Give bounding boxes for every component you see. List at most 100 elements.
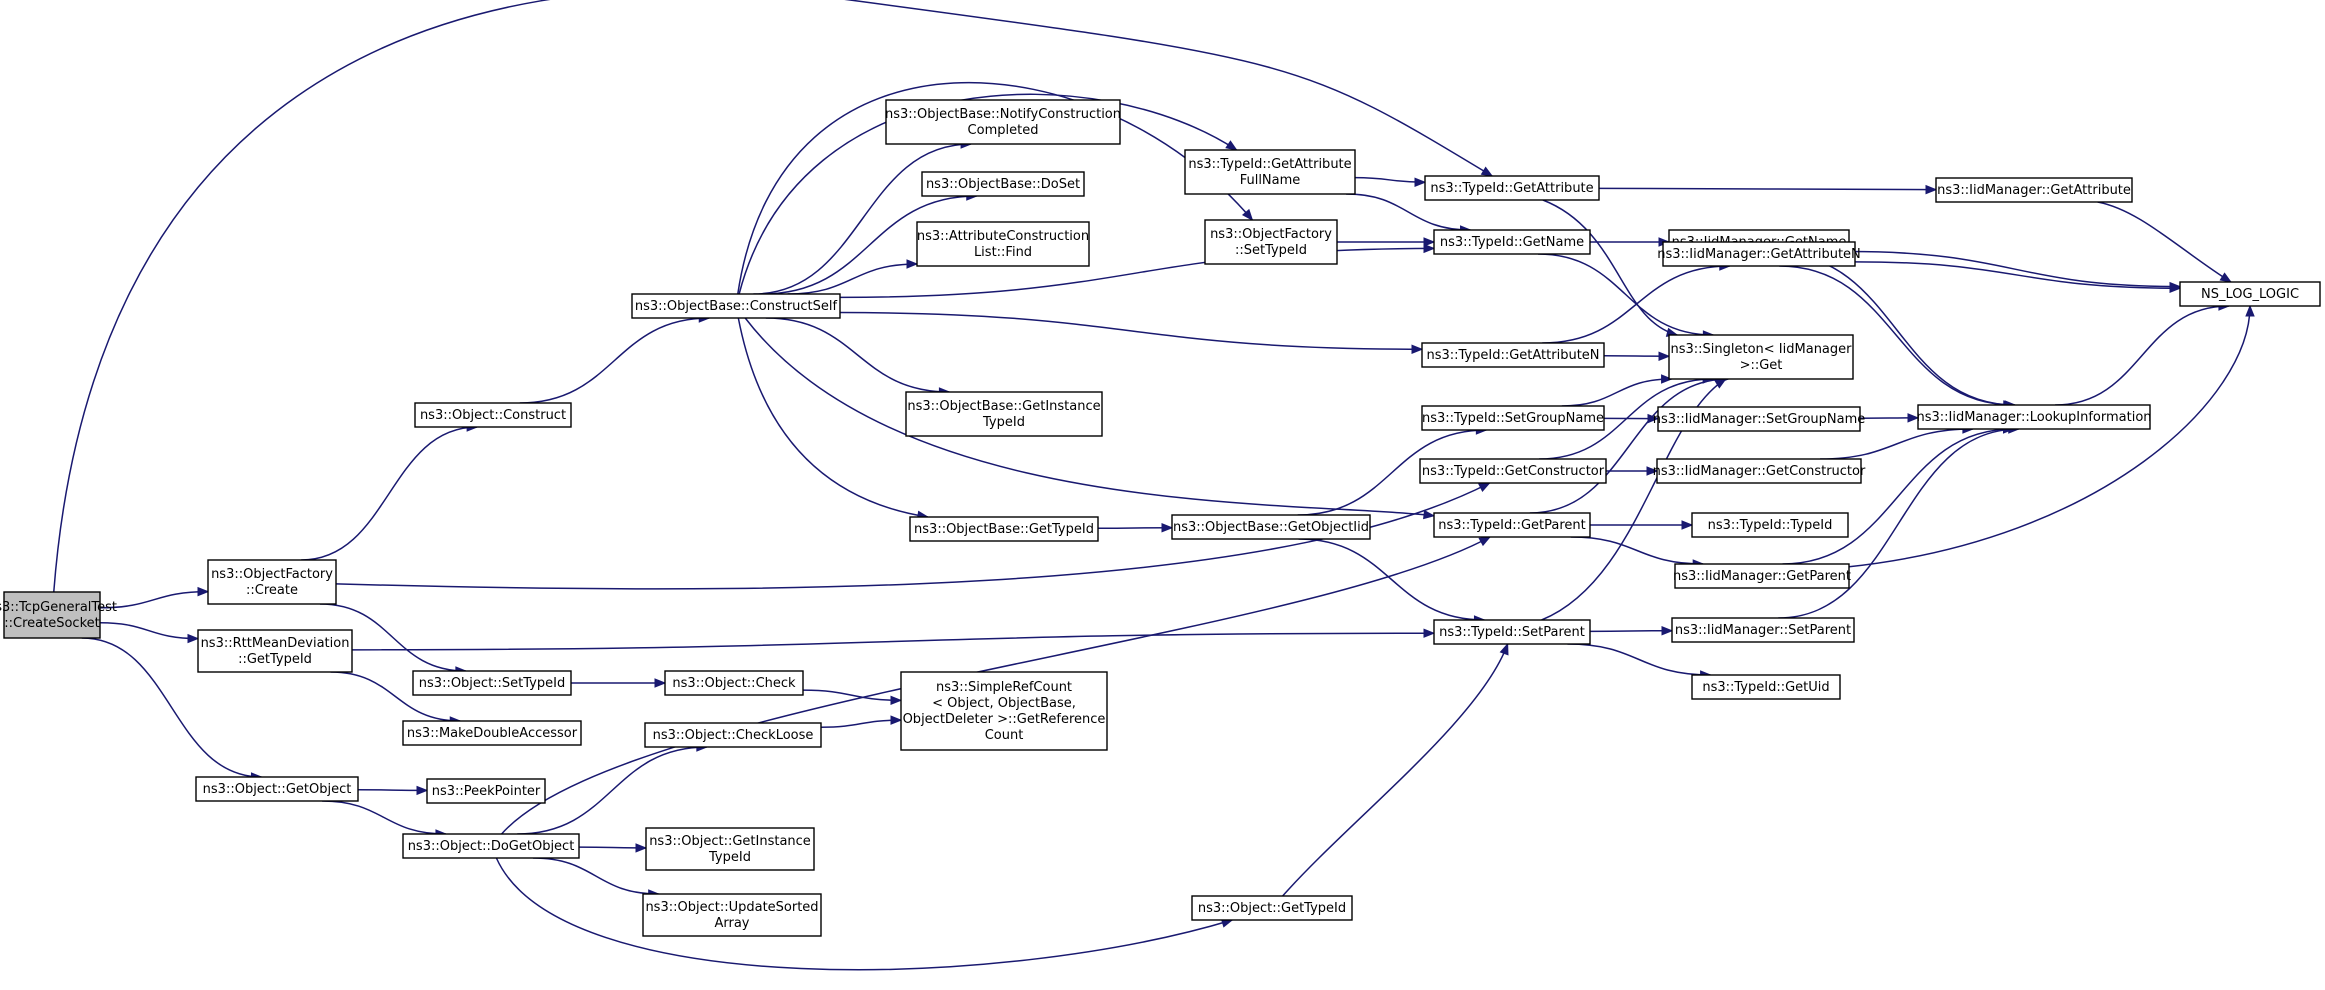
arrowhead-ob_constructself-to-tid_getparent	[1423, 509, 1436, 520]
node-label-ob_notify: ns3::ObjectBase::NotifyConstruction	[885, 107, 1121, 122]
edge-ob_gettypeid-to-ob_getobjectiid	[1097, 526, 1173, 530]
node-label-ob_doset: ns3::ObjectBase::DoSet	[926, 177, 1080, 192]
node-label-root: ns3::TcpGeneralTest	[0, 600, 117, 615]
node-rtt_gettypeid[interactable]: ns3::RttMeanDeviation::GetTypeId	[197, 629, 353, 673]
node-singleton_get[interactable]: ns3::Singleton< IidManager>::Get	[1668, 334, 1854, 380]
arrowhead-tid_setparent-to-iid_setparent	[1661, 625, 1674, 636]
arrowhead-obj_getobject-to-peekpointer	[416, 785, 429, 796]
node-peekpointer[interactable]: ns3::PeekPointer	[426, 778, 546, 804]
node-ob_doset[interactable]: ns3::ObjectBase::DoSet	[921, 171, 1085, 197]
node-label-srefcount: ns3::SimpleRefCount	[936, 680, 1072, 695]
node-iid_getparent[interactable]: ns3::IidManager::GetParent	[1673, 563, 1851, 589]
node-iid_lookup[interactable]: ns3::IidManager::LookupInformation	[1916, 404, 2152, 430]
edge-obj_construct-to-ob_constructself	[519, 317, 710, 404]
node-tid_getparent[interactable]: ns3::TypeId::GetParent	[1433, 512, 1591, 538]
arrowhead-of_settypeid-to-tid_getname	[1423, 237, 1436, 247]
node-obj_dogetobject[interactable]: ns3::Object::DoGetObject	[402, 833, 580, 859]
arrowhead-ob_constructself-to-tid_getattrfull	[1225, 140, 1238, 151]
node-iid_getconstructor[interactable]: ns3::IidManager::GetConstructor	[1653, 458, 1866, 484]
node-iid_getattribute[interactable]: ns3::IidManager::GetAttribute	[1935, 177, 2133, 203]
edge-tid_getname-to-singleton_get	[1537, 253, 1714, 336]
node-iid_setgroupname[interactable]: ns3::IidManager::SetGroupName	[1653, 406, 1866, 432]
node-ob_constructself[interactable]: ns3::ObjectBase::ConstructSelf	[631, 293, 841, 319]
arrowhead-obj_settypeid-to-obj_check	[654, 678, 667, 688]
node-label-tid_getparent: ns3::TypeId::GetParent	[1438, 518, 1586, 533]
node-tid_getname[interactable]: ns3::TypeId::GetName	[1433, 229, 1591, 255]
edge-ob_constructself-to-of_settypeid	[737, 81, 1253, 295]
node-label-obj_updatesorted: ns3::Object::UpdateSorted	[645, 900, 818, 915]
arrowhead-ob_constructself-to-acl_find	[906, 259, 919, 269]
node-box-of_create	[207, 559, 337, 605]
node-box-acl_find	[916, 221, 1090, 267]
node-srefcount[interactable]: ns3::SimpleRefCount< Object, ObjectBase,…	[900, 671, 1108, 751]
node-label-rtt_gettypeid: ns3::RttMeanDeviation	[201, 636, 350, 651]
node-label-ob_getobjectiid: ns3::ObjectBase::GetObjectIid	[1173, 520, 1369, 535]
node-obj_construct[interactable]: ns3::Object::Construct	[414, 402, 572, 428]
node-tid_getconstructor[interactable]: ns3::TypeId::GetConstructor	[1419, 458, 1607, 484]
node-of_settypeid[interactable]: ns3::ObjectFactory::SetTypeId	[1204, 219, 1338, 265]
edge-tid_getattribute-to-singleton_get	[1542, 199, 1678, 336]
edge-ob_getobjectiid-to-tid_setgroupname	[1297, 429, 1487, 516]
arrowhead-tid_getattributen-to-singleton_get	[1658, 351, 1671, 361]
node-obj_checkloose[interactable]: ns3::Object::CheckLoose	[644, 722, 822, 748]
edge-obj_getobject-to-obj_dogetobject	[322, 800, 446, 835]
node-label-obj_getobject: ns3::Object::GetObject	[203, 782, 352, 797]
node-box-obj_getobject	[195, 776, 359, 802]
node-iid_getattributen[interactable]: ns3::IidManager::GetAttributeN	[1657, 241, 1861, 267]
edge-tid_getattrfull-to-tid_getname	[1346, 193, 1471, 231]
edge-ob_constructself-to-ob_doset	[762, 195, 977, 295]
edge-rtt_gettypeid-to-makedouble	[330, 671, 461, 722]
edge-ob_getobjectiid-to-tid_setparent	[1298, 538, 1485, 621]
arrowhead-tid_getattribute-to-iid_getattribute	[1925, 184, 1938, 195]
node-label-srefcount: < Object, ObjectBase,	[932, 696, 1076, 711]
edge-tid_getparent-to-iid_getparent	[1570, 536, 1704, 565]
node-obj_getobject[interactable]: ns3::Object::GetObject	[195, 776, 359, 802]
arrowhead-obj_checkloose-to-srefcount	[890, 715, 903, 725]
arrowhead-obj_check-to-srefcount	[890, 695, 903, 706]
node-ns_log_logic[interactable]: NS_LOG_LOGIC	[2179, 281, 2321, 307]
arrowhead-tid_setgroupname-to-singleton_get	[1661, 374, 1673, 384]
arrowhead-of_create-to-tid_getconstructor	[1478, 482, 1491, 493]
node-box-ob_notify	[885, 99, 1121, 145]
arrowhead-tid_getconstructor-to-iid_getconstructor	[1646, 466, 1659, 476]
node-of_create[interactable]: ns3::ObjectFactory::Create	[207, 559, 337, 605]
node-ob_gettypeid[interactable]: ns3::ObjectBase::GetTypeId	[909, 516, 1099, 542]
node-root[interactable]: ns3::TcpGeneralTest::CreateSocket	[0, 591, 117, 639]
node-obj_check[interactable]: ns3::Object::Check	[664, 670, 804, 696]
node-label-obj_construct: ns3::Object::Construct	[420, 408, 566, 423]
edge-tid_getconstructor-to-singleton_get	[1539, 378, 1714, 460]
edge-rtt_gettypeid-to-tid_setparent	[351, 632, 1435, 651]
arrowhead-tid_setparent-to-singleton_get	[1714, 378, 1727, 389]
edge-of_create-to-obj_construct	[301, 426, 478, 561]
node-box-tid_getconstructor	[1419, 458, 1607, 484]
node-box-tid_getparent	[1433, 512, 1591, 538]
node-makedouble[interactable]: ns3::MakeDoubleAccessor	[402, 720, 582, 746]
node-box-iid_setparent	[1671, 617, 1855, 643]
node-ob_notify[interactable]: ns3::ObjectBase::NotifyConstructionCompl…	[885, 99, 1121, 145]
node-tid_getattribute[interactable]: ns3::TypeId::GetAttribute	[1424, 175, 1600, 201]
node-tid_setgroupname[interactable]: ns3::TypeId::SetGroupName	[1421, 405, 1605, 431]
edge-ob_constructself-to-tid_getattributen	[839, 311, 1423, 351]
node-obj_gettypeid[interactable]: ns3::Object::GetTypeId	[1191, 895, 1353, 921]
edge-ob_constructself-to-ob_notify	[753, 143, 972, 295]
node-label-tid_setparent: ns3::TypeId::SetParent	[1439, 625, 1585, 640]
arrowhead-iid_getattribute-to-ns_log_logic	[2219, 272, 2233, 283]
arrowhead-obj_gettypeid-to-tid_setparent	[1499, 642, 1509, 656]
node-ob_getobjectiid[interactable]: ns3::ObjectBase::GetObjectIid	[1171, 514, 1371, 540]
node-tid_typeid[interactable]: ns3::TypeId::TypeId	[1691, 512, 1849, 538]
node-iid_setparent[interactable]: ns3::IidManager::SetParent	[1671, 617, 1855, 643]
node-label-tid_getattributen: ns3::TypeId::GetAttributeN	[1426, 348, 1599, 363]
node-label-tid_getattrfull: ns3::TypeId::GetAttribute	[1188, 157, 1351, 172]
node-obj_settypeid[interactable]: ns3::Object::SetTypeId	[412, 670, 572, 696]
node-tid_getattributen[interactable]: ns3::TypeId::GetAttributeN	[1421, 342, 1605, 368]
node-tid_setparent[interactable]: ns3::TypeId::SetParent	[1433, 619, 1591, 645]
node-tid_getuid[interactable]: ns3::TypeId::GetUid	[1691, 674, 1841, 700]
edge-of_create-to-tid_getconstructor	[335, 482, 1490, 590]
node-label-tid_getuid: ns3::TypeId::GetUid	[1702, 680, 1829, 695]
node-label-tid_getname: ns3::TypeId::GetName	[1440, 235, 1584, 250]
